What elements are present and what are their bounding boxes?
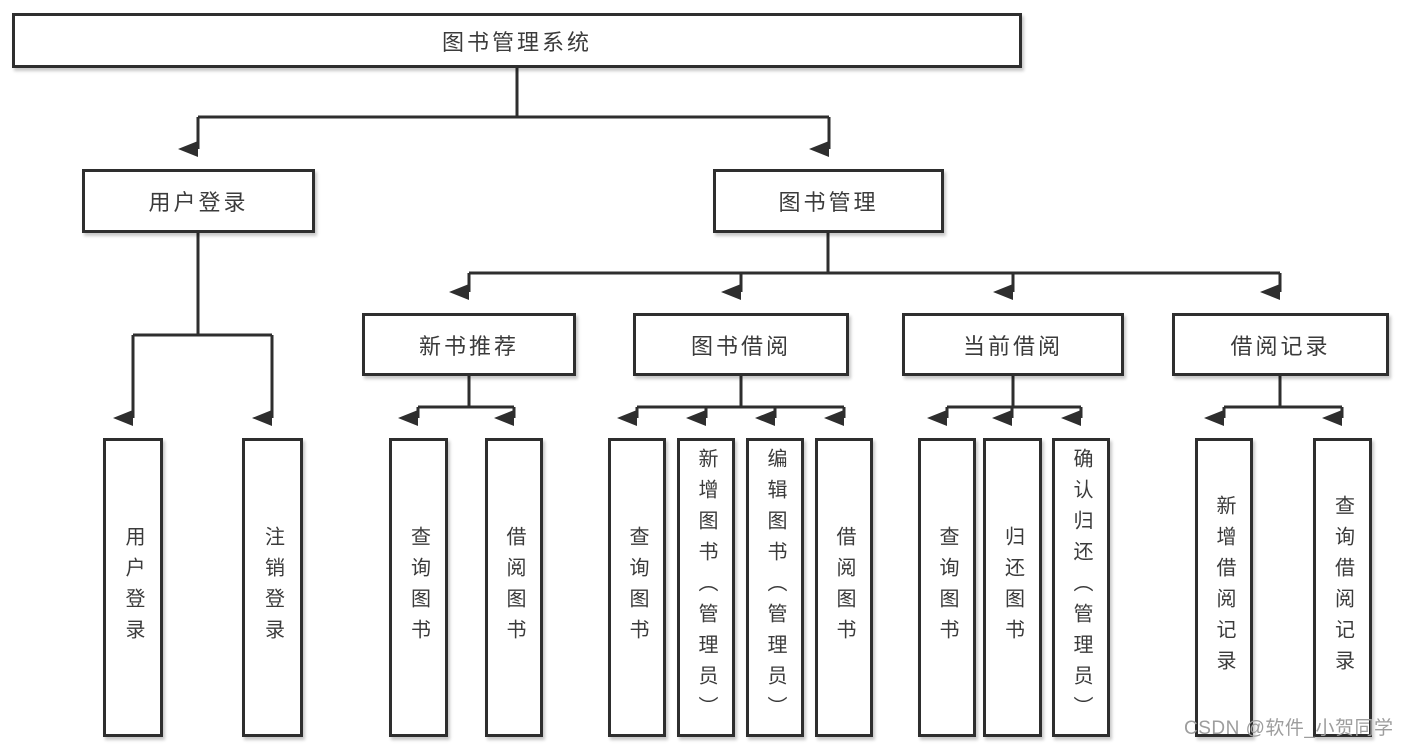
- node-user-login: 用户登录: [82, 169, 315, 233]
- leaf-confirm-return-admin-label: 确认归还（管理员）: [1070, 448, 1092, 727]
- csdn-watermark: CSDN @软件_小贺同学: [1184, 718, 1394, 739]
- node-root: 图书管理系统: [12, 13, 1022, 68]
- node-user-login-label: 用户登录: [148, 190, 249, 215]
- node-current-borrowing: 当前借阅: [902, 313, 1124, 376]
- leaf-confirm-return-admin: 确认归还（管理员）: [1052, 438, 1110, 737]
- leaf-query-borrow-record: 查询借阅记录: [1313, 438, 1372, 737]
- node-new-book-recommend-label: 新书推荐: [418, 333, 519, 359]
- leaf-return-books: 归还图书: [983, 438, 1042, 737]
- leaf-add-books-admin: 新增图书（管理员）: [677, 438, 735, 737]
- leaf-return-books-label: 归还图书: [1001, 525, 1024, 650]
- leaf-edit-books-admin: 编辑图书（管理员）: [746, 438, 804, 737]
- leaf-query-books-1-label: 查询图书: [407, 525, 430, 650]
- leaf-borrow-books-2: 借阅图书: [815, 438, 873, 737]
- leaf-borrow-books-2-label: 借阅图书: [833, 525, 855, 650]
- node-book-borrowing-label: 图书借阅: [690, 333, 791, 359]
- leaf-borrow-books-1-label: 借阅图书: [503, 525, 525, 650]
- leaf-add-borrow-record-label: 新增借阅记录: [1213, 494, 1235, 681]
- leaf-add-borrow-record: 新增借阅记录: [1195, 438, 1253, 737]
- leaf-logout: 注销登录: [242, 438, 303, 737]
- node-root-label: 图书管理系统: [441, 29, 592, 55]
- node-borrow-records: 借阅记录: [1172, 313, 1389, 376]
- node-book-management: 图书管理: [713, 169, 944, 233]
- leaf-query-books-2-label: 查询图书: [626, 525, 648, 650]
- node-borrow-records-label: 借阅记录: [1230, 333, 1331, 359]
- node-current-borrowing-label: 当前借阅: [962, 333, 1063, 359]
- leaf-edit-books-admin-label: 编辑图书（管理员）: [764, 448, 786, 727]
- leaf-query-books-3-label: 查询图书: [936, 525, 958, 650]
- leaf-user-login-label: 用户登录: [122, 525, 144, 650]
- leaf-user-login: 用户登录: [103, 438, 163, 737]
- leaf-query-borrow-record-label: 查询借阅记录: [1331, 494, 1354, 681]
- node-book-borrowing: 图书借阅: [633, 313, 849, 376]
- leaf-query-books-3: 查询图书: [918, 438, 976, 737]
- node-book-management-label: 图书管理: [778, 190, 879, 215]
- node-new-book-recommend: 新书推荐: [362, 313, 576, 376]
- leaf-add-books-admin-label: 新增图书（管理员）: [695, 448, 717, 727]
- leaf-query-books-1: 查询图书: [389, 438, 448, 737]
- leaf-borrow-books-1: 借阅图书: [485, 438, 543, 737]
- leaf-logout-label: 注销登录: [261, 525, 284, 650]
- leaf-query-books-2: 查询图书: [608, 438, 666, 737]
